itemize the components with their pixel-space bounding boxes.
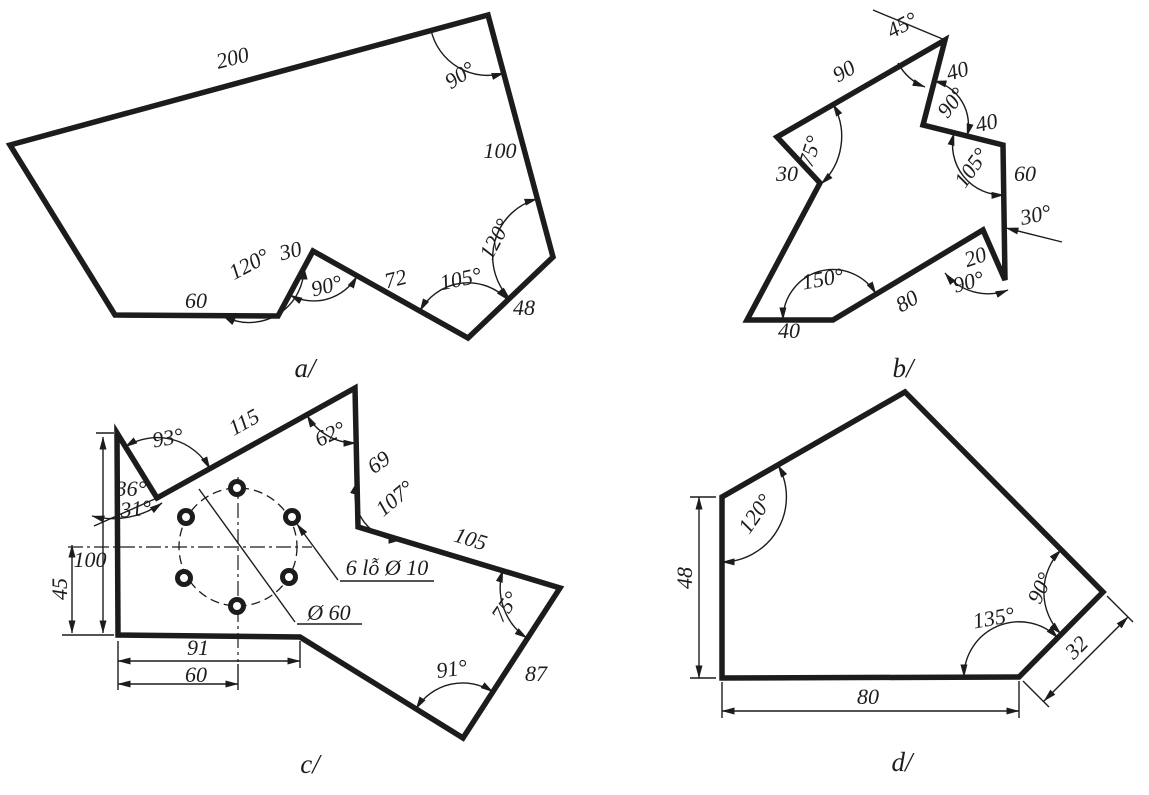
dim-label-100: 100 — [74, 547, 107, 572]
angle-arc-45 — [897, 62, 926, 88]
dim-label-90: 90 — [828, 55, 860, 88]
bolt-circle-diameter-line — [198, 488, 296, 623]
extension-lines-48 — [690, 496, 716, 679]
angle-arc-90-top — [430, 29, 505, 80]
angle-label-90-upper: 90° — [932, 83, 971, 123]
angle-label-75: 75° — [486, 587, 524, 627]
figure-a-outline — [5, 11, 557, 342]
dim-label-30-edge: 30 — [775, 161, 798, 186]
angle-arc-90-upper — [933, 80, 974, 137]
angle-label-120: 120° — [733, 489, 778, 538]
extension-line-30 — [1005, 227, 1063, 243]
angle-label-93: 93° — [150, 423, 185, 453]
figure-d-outline — [719, 388, 1107, 681]
angle-label-45: 45° — [882, 6, 921, 43]
figure-d-caption: d/ — [891, 747, 915, 777]
angle-arc-75 — [495, 569, 528, 639]
figure-a: 200 90° 100 60 120° 30 90° 72 105° 48 12… — [5, 11, 557, 383]
dim-label-100: 100 — [484, 138, 517, 163]
extension-lines-bottom — [117, 641, 301, 690]
angle-label-105: 105° — [437, 262, 483, 295]
angle-label-90-top: 90° — [440, 56, 480, 94]
angle-label-91: 91° — [435, 654, 469, 683]
angle-label-107: 107° — [370, 475, 418, 521]
extension-lines-left — [62, 432, 114, 636]
dim-label-72: 72 — [382, 264, 409, 294]
angle-label-36: 36° — [115, 476, 147, 501]
dim-label-60-bottom: 60 — [185, 662, 207, 687]
angle-label-62: 62° — [311, 416, 350, 452]
angle-arc-75 — [820, 103, 843, 185]
leader-holes — [296, 523, 339, 581]
dim-label-48: 48 — [513, 295, 535, 320]
dim-label-30: 30 — [276, 236, 304, 266]
dim-label-60: 60 — [1014, 161, 1036, 186]
hole-upper-right — [283, 508, 301, 526]
hole-lower-right — [280, 568, 298, 586]
angle-label-30: 30° — [1017, 199, 1053, 230]
angle-arc-93 — [124, 436, 211, 470]
angle-arc-90-notch — [289, 275, 358, 305]
hole-bottom — [228, 597, 246, 615]
figure-b: 90 45° 40 90° 40 105° 60 30° 20 90° 80 1… — [742, 6, 1063, 383]
dim-label-40-bottom: 40 — [778, 318, 800, 343]
angle-arc-105 — [419, 282, 509, 312]
angle-arc-150 — [779, 268, 877, 321]
extension-lines-32 — [1022, 595, 1134, 708]
angle-arc-120-right — [492, 198, 538, 300]
angle-arc-62 — [306, 414, 357, 447]
dim-line-32 — [1043, 616, 1129, 702]
hole-top — [228, 479, 246, 497]
angle-arc-107 — [350, 481, 402, 544]
angle-label-120-left: 120° — [225, 243, 274, 285]
dim-label-80: 80 — [857, 684, 879, 709]
figure-c-caption: c/ — [300, 749, 322, 779]
hole-upper-left — [177, 508, 195, 526]
dim-label-48: 48 — [672, 567, 697, 589]
angle-label-75: 75° — [793, 133, 826, 170]
dim-label-69: 69 — [362, 445, 394, 478]
dim-label-200: 200 — [213, 41, 251, 73]
angle-label-105: 105° — [949, 143, 994, 192]
dim-label-87: 87 — [525, 661, 548, 686]
dim-label-115: 115 — [224, 403, 264, 440]
angle-label-90: 90° — [1022, 569, 1058, 608]
angle-arc-105 — [947, 132, 1005, 199]
angle-label-150: 150° — [800, 263, 846, 295]
dim-label-32: 32 — [1059, 631, 1093, 665]
figure-c-outline — [114, 383, 565, 742]
holes-note-label: 6 lỗ Ø 10 — [346, 555, 429, 580]
angle-arc-91 — [415, 682, 494, 710]
angle-arc-120 — [721, 464, 788, 566]
dim-label-80: 80 — [891, 285, 923, 318]
dim-label-105: 105 — [451, 522, 490, 556]
angle-label-135: 135° — [971, 602, 1017, 634]
figure-c: 115 93° 62° 69 107° 105 75° 87 91° 36° 3… — [47, 383, 565, 779]
figure-a-caption: a/ — [294, 353, 318, 383]
dim-label-45: 45 — [47, 578, 72, 600]
angle-label-90-notch: 90° — [308, 270, 344, 302]
dim-label-91-bottom: 91 — [187, 635, 209, 660]
extension-line-45 — [872, 9, 946, 41]
dim-label-40-mid: 40 — [973, 108, 1000, 137]
bolt-circle-label: Ø 60 — [306, 600, 350, 625]
angle-label-31: 31° — [118, 495, 152, 523]
figure-b-caption: b/ — [892, 353, 916, 383]
dim-label-40-apex: 40 — [944, 56, 972, 86]
angle-arc-31 — [91, 502, 163, 523]
hole-lower-left — [175, 569, 193, 587]
dim-label-60: 60 — [185, 288, 207, 313]
figure-d: 120° 90° 135° 48 80 32 d/ — [672, 388, 1134, 777]
angle-arc-90-lower — [944, 272, 1009, 298]
angle-label-120-right: 120° — [474, 214, 516, 263]
